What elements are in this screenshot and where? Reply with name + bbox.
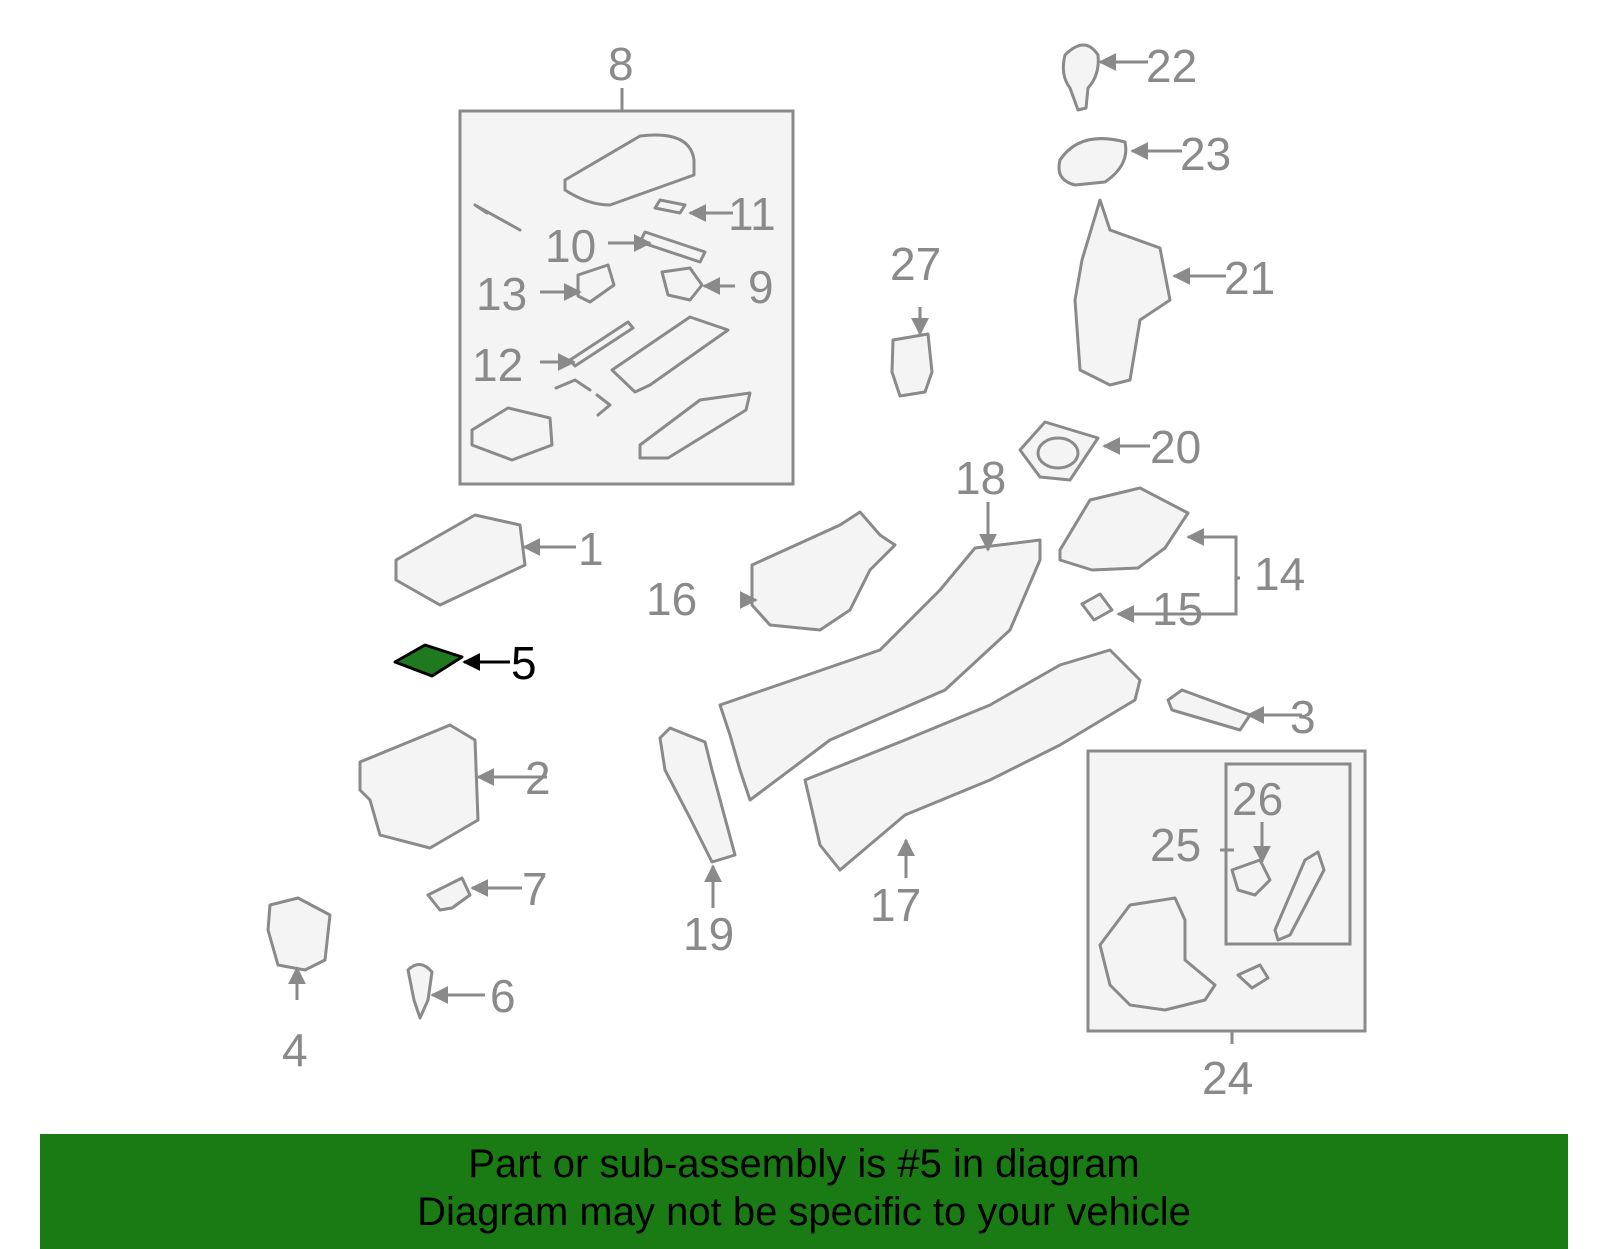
callout-7: 7: [522, 863, 548, 915]
part-7-shape: [426, 876, 472, 912]
small-fitting-shape: [1236, 963, 1270, 990]
part-25-shape: [1273, 850, 1326, 942]
part-1-shape: [394, 513, 527, 607]
callout-12: 12: [472, 339, 523, 391]
part-3-shape: [1166, 688, 1252, 732]
callout-16: 16: [646, 573, 697, 625]
clip-shapes: [554, 378, 612, 417]
part-2-shape: [358, 723, 480, 850]
callout-8: 8: [608, 38, 634, 90]
tray-shape: [610, 315, 730, 394]
leader-15: [1116, 578, 1238, 623]
armrest-lid: [563, 133, 696, 207]
banner-line-2: Diagram may not be specific to your vehi…: [417, 1190, 1191, 1234]
callout-11: 11: [728, 188, 776, 240]
bin-shape: [470, 406, 554, 462]
part-5-shape: [393, 643, 464, 678]
banner-line-1: Part or sub-assembly is #5 in diagram: [468, 1142, 1140, 1186]
callout-20: 20: [1150, 421, 1201, 473]
info-banner: Part or sub-assembly is #5 in diagram Di…: [40, 1134, 1568, 1249]
callout-1: 1: [578, 523, 604, 575]
part-21-shape: [1073, 198, 1172, 387]
part-17-shape: [803, 648, 1142, 872]
part-24-shape: [1098, 896, 1217, 1012]
callout-27: 27: [890, 238, 941, 290]
part-9-shape: [660, 266, 704, 302]
callout-24: 24: [1202, 1052, 1253, 1104]
part-27-shape: [890, 332, 934, 398]
part-15-shape: [1080, 592, 1114, 622]
callout-17: 17: [870, 879, 921, 931]
callout-15: 15: [1152, 583, 1203, 635]
callout-26: 26: [1232, 773, 1283, 825]
leader-arrows: [288, 53, 1302, 1004]
callout-18: 18: [955, 452, 1006, 504]
part-24-group: [1086, 749, 1367, 1044]
callout-3: 3: [1290, 691, 1316, 743]
part-8-group: [458, 88, 795, 486]
leader-14-upper: [1186, 528, 1240, 580]
part-4-shape: [266, 896, 332, 972]
callout-25: 25: [1150, 819, 1201, 871]
liner-shape: [638, 391, 752, 460]
callout-21: 21: [1224, 252, 1275, 304]
callout-13: 13: [476, 268, 527, 320]
callout-4: 4: [282, 1024, 308, 1076]
part-20-shape: [1018, 420, 1100, 482]
part-6-shape: [406, 963, 434, 1020]
callout-23: 23: [1180, 128, 1231, 180]
callout-14: 14: [1254, 548, 1305, 600]
callout-6: 6: [490, 970, 516, 1022]
bolt-shape: [473, 203, 522, 232]
part-23-shape: [1057, 137, 1128, 187]
part-11-shape: [653, 198, 687, 215]
callout-9: 9: [748, 261, 774, 313]
part-16-shape: [750, 510, 897, 632]
part-19-shape: [658, 726, 737, 864]
callout-22: 22: [1146, 40, 1197, 92]
part-20-opening: [1036, 436, 1080, 470]
callout-2: 2: [525, 752, 551, 804]
part-14-shape: [1058, 486, 1190, 572]
part-18-shape: [718, 538, 1042, 802]
callout-5: 5: [511, 637, 537, 689]
part-22-shape: [1061, 43, 1100, 112]
callout-labels: 1 2 3 4 5 6 7 8 9 10 11 12 13 14 15 16 1…: [282, 38, 1316, 1104]
callout-19: 19: [683, 908, 734, 960]
callout-10: 10: [545, 220, 596, 272]
